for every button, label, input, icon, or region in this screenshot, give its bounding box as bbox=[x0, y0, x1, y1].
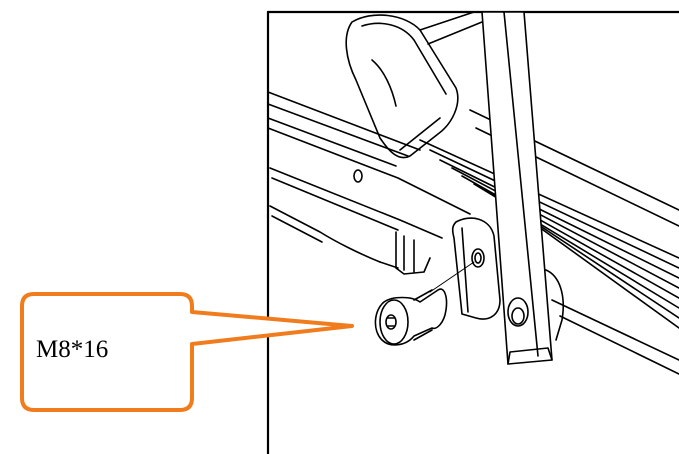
upright-post bbox=[481, 11, 564, 365]
screw-size-label: M8*16 bbox=[36, 336, 109, 363]
rail-hole bbox=[353, 169, 363, 183]
bracket-hole bbox=[471, 248, 485, 268]
callout-bubble bbox=[20, 292, 354, 412]
mounting-bracket bbox=[451, 217, 501, 320]
deck-track bbox=[419, 109, 679, 329]
flat-head-screw bbox=[374, 288, 448, 346]
foot-pad bbox=[345, 11, 483, 159]
post-bolt bbox=[507, 297, 529, 327]
assembly-guide-line bbox=[429, 261, 475, 293]
support-block bbox=[379, 231, 431, 275]
frame-rail bbox=[267, 91, 679, 375]
